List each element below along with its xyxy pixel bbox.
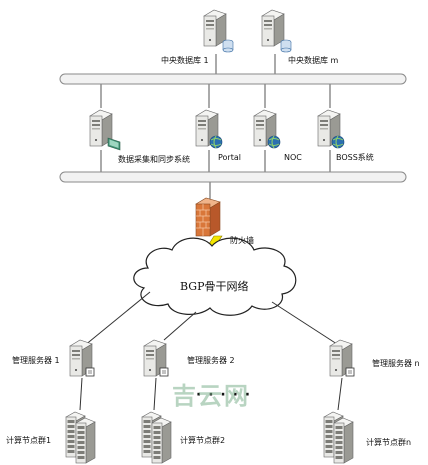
- management-server-1-icon: [69, 339, 95, 377]
- management-server-1-label: 管理服务器 1: [12, 356, 60, 365]
- noc-server-icon: [253, 109, 281, 149]
- central-database-m-label: 中央数据库 m: [288, 56, 339, 65]
- cluster-connectors: [79, 377, 343, 411]
- backbone-connectors: [83, 291, 341, 347]
- bgp-backbone-label: BGP骨干网络: [180, 280, 249, 293]
- data-sync-label: 数据采集和同步系统: [118, 155, 190, 164]
- portal-server-icon: [195, 109, 223, 149]
- central-database-1-label: 中央数据库 1: [161, 56, 209, 65]
- portal-label: Portal: [218, 153, 241, 162]
- data-sync-server-icon: [89, 109, 121, 151]
- management-server-2-icon: [143, 339, 169, 377]
- boss-server-icon: [317, 109, 345, 149]
- compute-cluster-n-label: 计算节点群n: [366, 438, 412, 447]
- watermark-logo: 吉云网: [172, 382, 250, 410]
- management-server-n-icon: [329, 339, 355, 377]
- compute-cluster-2-label: 计算节点群2: [180, 436, 226, 445]
- compute-cluster-n-icon: [323, 411, 354, 464]
- firewall-label: 防火墙: [230, 236, 254, 245]
- boss-label: BOSS系统: [336, 153, 374, 162]
- top-connectors: [100, 54, 331, 200]
- central-database-m-icon: [261, 9, 292, 53]
- management-server-n-label: 管理服务器 n: [372, 359, 420, 368]
- compute-cluster-2-icon: [141, 411, 172, 464]
- bgp-backbone-cloud: [133, 237, 297, 316]
- compute-cluster-1-icon: [65, 411, 96, 464]
- ellipsis-dots: · · · · ·: [196, 387, 252, 403]
- firewall-icon: [195, 197, 221, 237]
- top-network-bus: [59, 73, 407, 85]
- noc-label: NOC: [284, 153, 302, 162]
- middle-network-bus: [59, 171, 407, 183]
- management-server-2-label: 管理服务器 2: [187, 356, 235, 365]
- central-database-1-icon: [203, 9, 234, 53]
- compute-cluster-1-label: 计算节点群1: [6, 436, 52, 445]
